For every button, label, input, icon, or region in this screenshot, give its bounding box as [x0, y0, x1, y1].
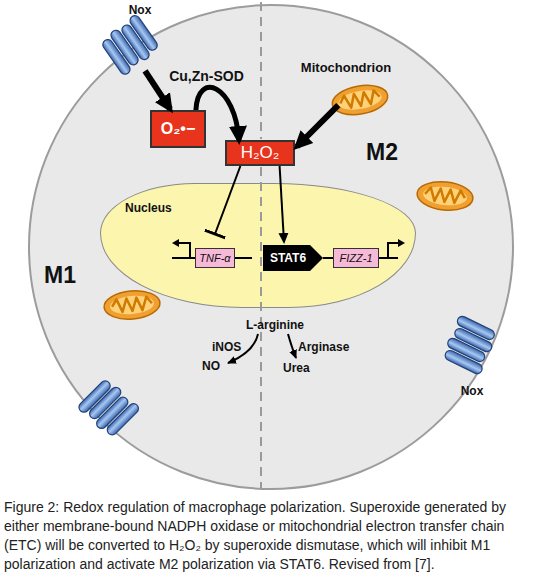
polarization-label: M2	[366, 139, 398, 166]
mitochondrion: Mitochondrion	[298, 60, 394, 118]
molecule-label: O₂•−	[161, 120, 196, 138]
figure-caption: Figure 2: Redox regulation of macrophage…	[4, 498, 538, 574]
organelle-label: Mitochondrion	[301, 60, 391, 75]
organelle-label: Nucleus	[125, 201, 172, 215]
metabolite-label: Urea	[283, 361, 310, 375]
metabolite-label: Arginase	[298, 340, 349, 354]
polarization-label: M1	[44, 262, 76, 289]
macrophage-cell: M2M1 O₂•− MitochondrionH₂O₂ NucleusTNF-α STA…	[28, 4, 514, 490]
enzyme-label: Nox	[129, 3, 152, 17]
nucleus: NucleusTNF-α STAT6 FIZZ-1	[100, 183, 416, 308]
gene-box: TNF-α	[195, 248, 235, 268]
enzyme-label: Cu,Zn-SOD	[169, 68, 244, 84]
transcription-factor: STAT6	[263, 245, 323, 271]
metabolite-label: L-arginine	[246, 318, 304, 332]
enzyme-label: Nox	[461, 384, 484, 398]
gene-label: FIZZ-1	[340, 252, 373, 264]
molecule-label: H₂O₂	[241, 143, 280, 163]
gene-box: FIZZ-1	[333, 248, 379, 268]
gene-label: TNF-α	[199, 252, 230, 264]
nox-enzyme: Nox	[434, 318, 510, 398]
nox-enzyme: Nox	[104, 3, 176, 73]
factor-label: STAT6	[270, 251, 306, 265]
superoxide-box: O₂•−	[150, 110, 206, 148]
hydrogen-peroxide-box: H₂O₂	[225, 140, 295, 166]
factor-arrow-fill	[263, 245, 323, 271]
metabolite-label: iNOS	[212, 340, 241, 354]
metabolite-label: NO	[202, 359, 220, 373]
